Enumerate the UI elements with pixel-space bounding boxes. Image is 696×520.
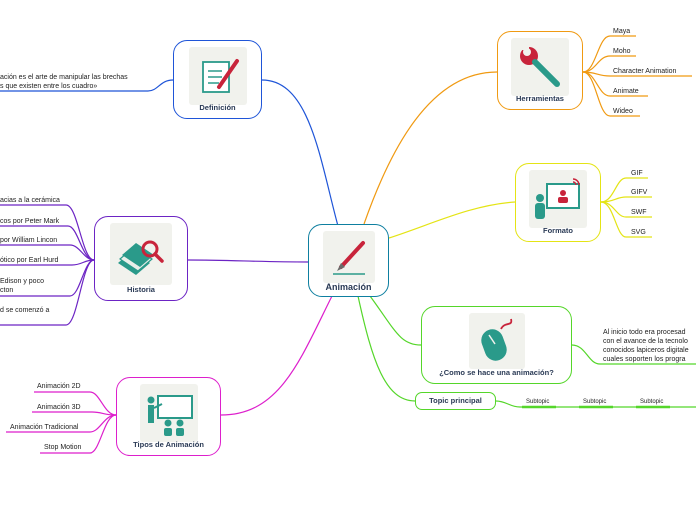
- branch-historia[interactable]: Historia: [94, 216, 188, 301]
- mouse-icon: [468, 313, 525, 369]
- branch-como-label: ¿Como se hace una animación?: [439, 368, 554, 377]
- tipos-leaf-3: Animación Tradicional: [10, 424, 79, 431]
- central-topic[interactable]: Animación: [308, 224, 389, 297]
- formato-leaf-2: GIFV: [631, 189, 648, 196]
- historia-leaf-7: d se comenzó a: [0, 307, 50, 314]
- books-magnifier-icon: [110, 223, 172, 285]
- branch-como[interactable]: ¿Como se hace una animación?: [421, 306, 572, 384]
- como-leaf-4: cuales soporten los progra: [603, 356, 686, 363]
- como-leaf-1: Al inicio todo era procesad: [603, 329, 686, 336]
- formato-leaf-1: GIF: [631, 170, 643, 177]
- branch-tipos-label: Tipos de Animación: [133, 440, 204, 449]
- subtopic-3[interactable]: Subtopic: [640, 399, 664, 405]
- definicion-leaf-1: ación es el arte de manipular las brecha…: [0, 74, 128, 81]
- formato-leaf-4: SVG: [631, 229, 646, 236]
- link-definicion: [261, 79, 339, 227]
- subtopic-2[interactable]: Subtopic: [583, 399, 607, 405]
- definicion-leaf-2: s que existen entre los cuadro»: [0, 83, 98, 90]
- herramientas-leaf-3: Character Animation: [613, 68, 677, 75]
- formato-leaf-links: [600, 177, 652, 238]
- historia-leaf-3: por William Lincon: [0, 237, 58, 244]
- herramientas-leaf-1: Maya: [613, 28, 631, 35]
- link-historia: [187, 259, 309, 263]
- link-def-leaf: [0, 79, 174, 92]
- como-leaf-3: conocidos lapiceros digitale: [603, 347, 689, 354]
- historia-leaf-2: cos por Peter Mark: [0, 218, 60, 225]
- historia-leaf-4: ótico por Earl Hurd: [0, 257, 59, 264]
- tipos-leaf-1: Animación 2D: [37, 383, 81, 390]
- subtopic-1[interactable]: Subtopic: [526, 399, 550, 405]
- link-como: [369, 295, 422, 346]
- central-topic-label: Animación: [325, 282, 372, 292]
- branch-topic-principal[interactable]: Topic principal: [415, 392, 496, 410]
- branch-formato-label: Formato: [543, 226, 573, 235]
- link-formato: [388, 201, 516, 239]
- como-leaf-2: con el avance de la tecnolo: [603, 338, 688, 345]
- historia-leaf-6: cton: [0, 287, 14, 294]
- video-call-icon: [529, 170, 587, 228]
- branch-definicion-label: Definición: [199, 103, 236, 112]
- historia-leaf-links: [0, 204, 95, 326]
- link-herramientas: [363, 71, 498, 225]
- topic-leaf-links: [495, 400, 696, 408]
- historia-leaf-1: acias a la cerámica: [0, 197, 60, 204]
- herramientas-leaf-5: Wideo: [613, 108, 633, 115]
- branch-formato[interactable]: Formato: [515, 163, 601, 242]
- tipos-leaf-2: Animación 3D: [37, 404, 81, 411]
- branch-herramientas[interactable]: Herramientas: [497, 31, 583, 110]
- teacher-board-icon: [139, 384, 198, 442]
- herramientas-leaf-2: Moho: [613, 48, 631, 55]
- herramientas-leaf-4: Animate: [613, 88, 639, 95]
- historia-leaf-5: Edison y poco: [0, 278, 44, 285]
- formato-leaf-3: SWF: [631, 209, 647, 216]
- document-pen-icon: [188, 47, 247, 105]
- branch-historia-label: Historia: [127, 285, 155, 294]
- tipos-leaf-links: [6, 391, 117, 454]
- tipos-leaf-4: Stop Motion: [44, 444, 82, 451]
- branch-herramientas-label: Herramientas: [516, 94, 564, 103]
- branch-definicion[interactable]: Definición: [173, 40, 262, 119]
- link-tipos: [220, 295, 333, 416]
- herramientas-leaf-links: [582, 35, 692, 117]
- branch-tipos[interactable]: Tipos de Animación: [116, 377, 221, 456]
- link-topic: [357, 295, 416, 402]
- pen-nib-icon: [322, 231, 375, 283]
- wrench-icon: [511, 38, 569, 96]
- link-como-leaf: [571, 344, 696, 365]
